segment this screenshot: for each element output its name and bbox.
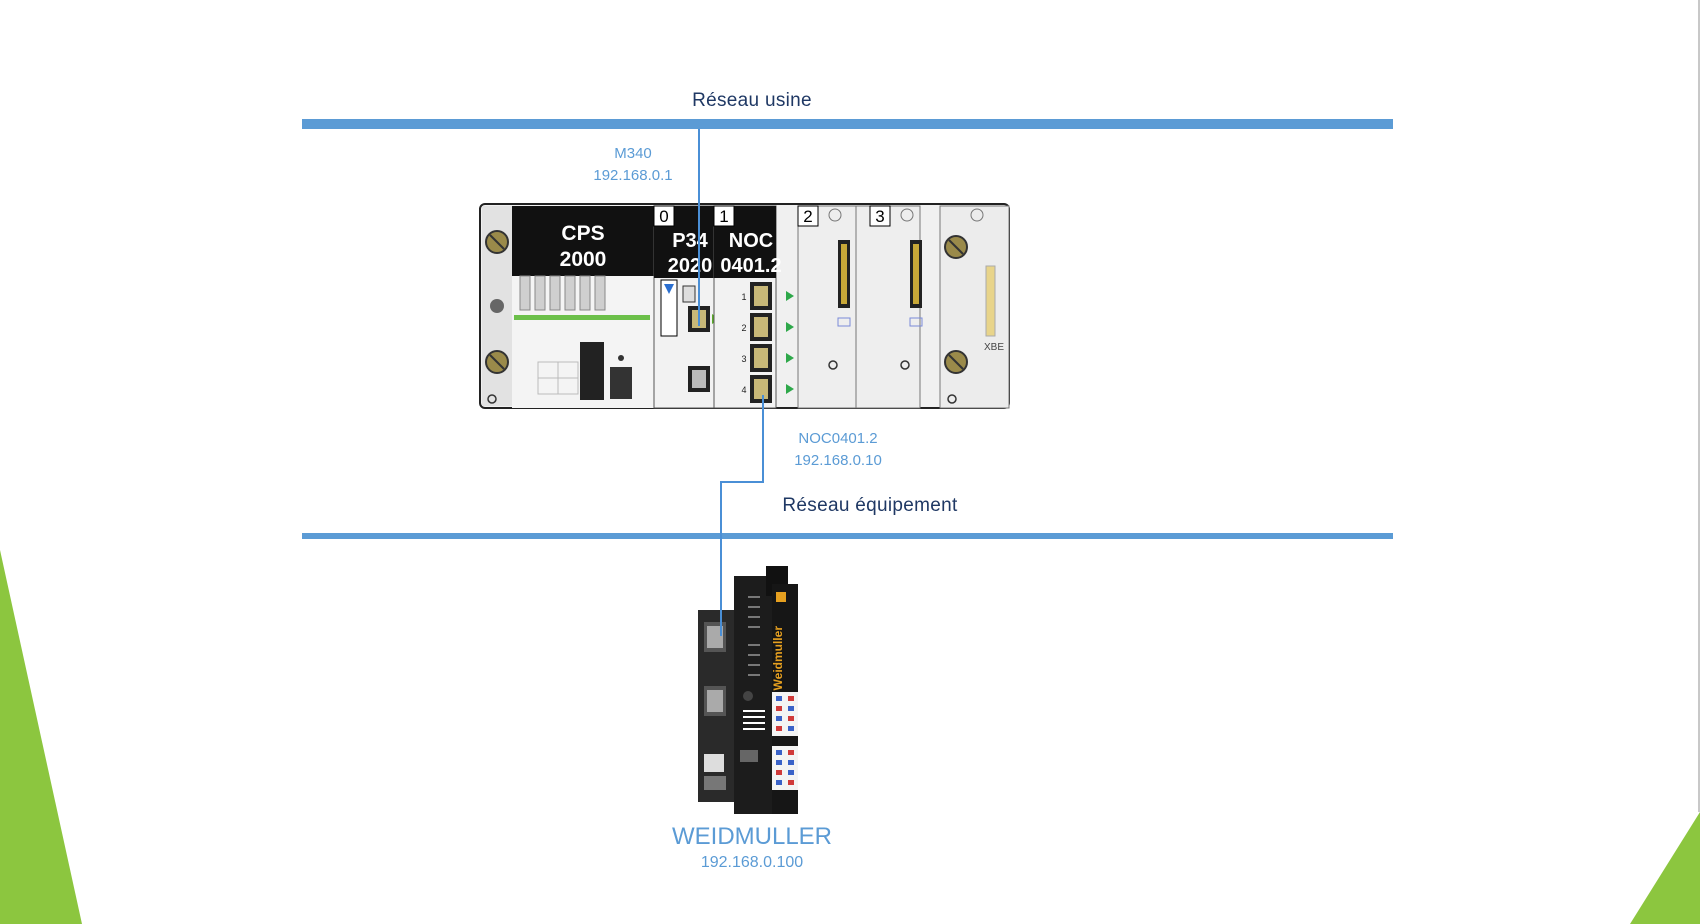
weidmuller-label: WEIDMULLER 192.168.0.100: [672, 822, 832, 874]
weidmuller-device: Weidmuller: [698, 566, 798, 814]
rack-slot-2: 2: [797, 205, 857, 409]
noc-line1: NOC: [729, 230, 773, 252]
noc-downlink-wire-vertical-2: [720, 481, 722, 636]
weidmuller-brand: Weidmuller: [771, 626, 785, 691]
rack-slot-3: 3: [855, 205, 923, 409]
noc-port-2: 2: [741, 323, 746, 333]
rack-slot-cpu: 0 P34 2020: [653, 205, 720, 409]
noc-downlink-wire-vertical-1: [762, 395, 764, 483]
weidmuller-ip: 192.168.0.100: [700, 854, 804, 871]
noc-line2: 0401.2: [720, 255, 781, 277]
noc-name: NOC0401.2: [798, 430, 878, 447]
cpu-slot-number: 0: [659, 207, 668, 226]
rack-slot-cps: CPS 2000: [512, 206, 654, 408]
noc-port-3: 3: [741, 354, 746, 364]
plc-rack: CPS 2000: [479, 203, 1010, 409]
m340-ip: 192.168.0.1: [593, 167, 673, 184]
noc-downlink-wire-horizontal: [720, 481, 764, 483]
cps-line1: CPS: [561, 222, 604, 245]
slot-2-number: 2: [803, 207, 812, 226]
equipment-network-bus: [302, 533, 1393, 539]
factory-network-bus: [302, 119, 1393, 129]
noc-ethernet-ports: [750, 282, 772, 403]
extension-label: XBE: [984, 342, 1004, 353]
noc-label: NOC0401.2 192.168.0.10: [794, 428, 882, 472]
cps-line2: 2000: [560, 248, 607, 271]
noc-ip: 192.168.0.10: [794, 452, 882, 469]
m340-uplink-wire: [698, 129, 700, 326]
right-green-accent: [1630, 0, 1700, 924]
cpu-line2: 2020: [668, 255, 713, 277]
cpu-line1: P34: [672, 230, 708, 252]
equipment-network-label: Réseau équipement: [782, 495, 958, 516]
factory-network-label: Réseau usine: [692, 90, 812, 111]
rack-extension-module: XBE: [939, 205, 1010, 409]
weidmuller-name: WEIDMULLER: [671, 823, 833, 850]
rack-slot-noc: 1 NOC 0401.2 1 2 3 4: [713, 205, 794, 409]
slot-3-number: 3: [875, 207, 884, 226]
noc-slot-number: 1: [719, 207, 728, 226]
noc-port-1: 1: [741, 292, 746, 302]
left-green-accent: [0, 550, 82, 924]
m340-label: M340 192.168.0.1: [593, 143, 672, 187]
m340-name: M340: [614, 145, 652, 162]
noc-port-4: 4: [741, 385, 746, 395]
